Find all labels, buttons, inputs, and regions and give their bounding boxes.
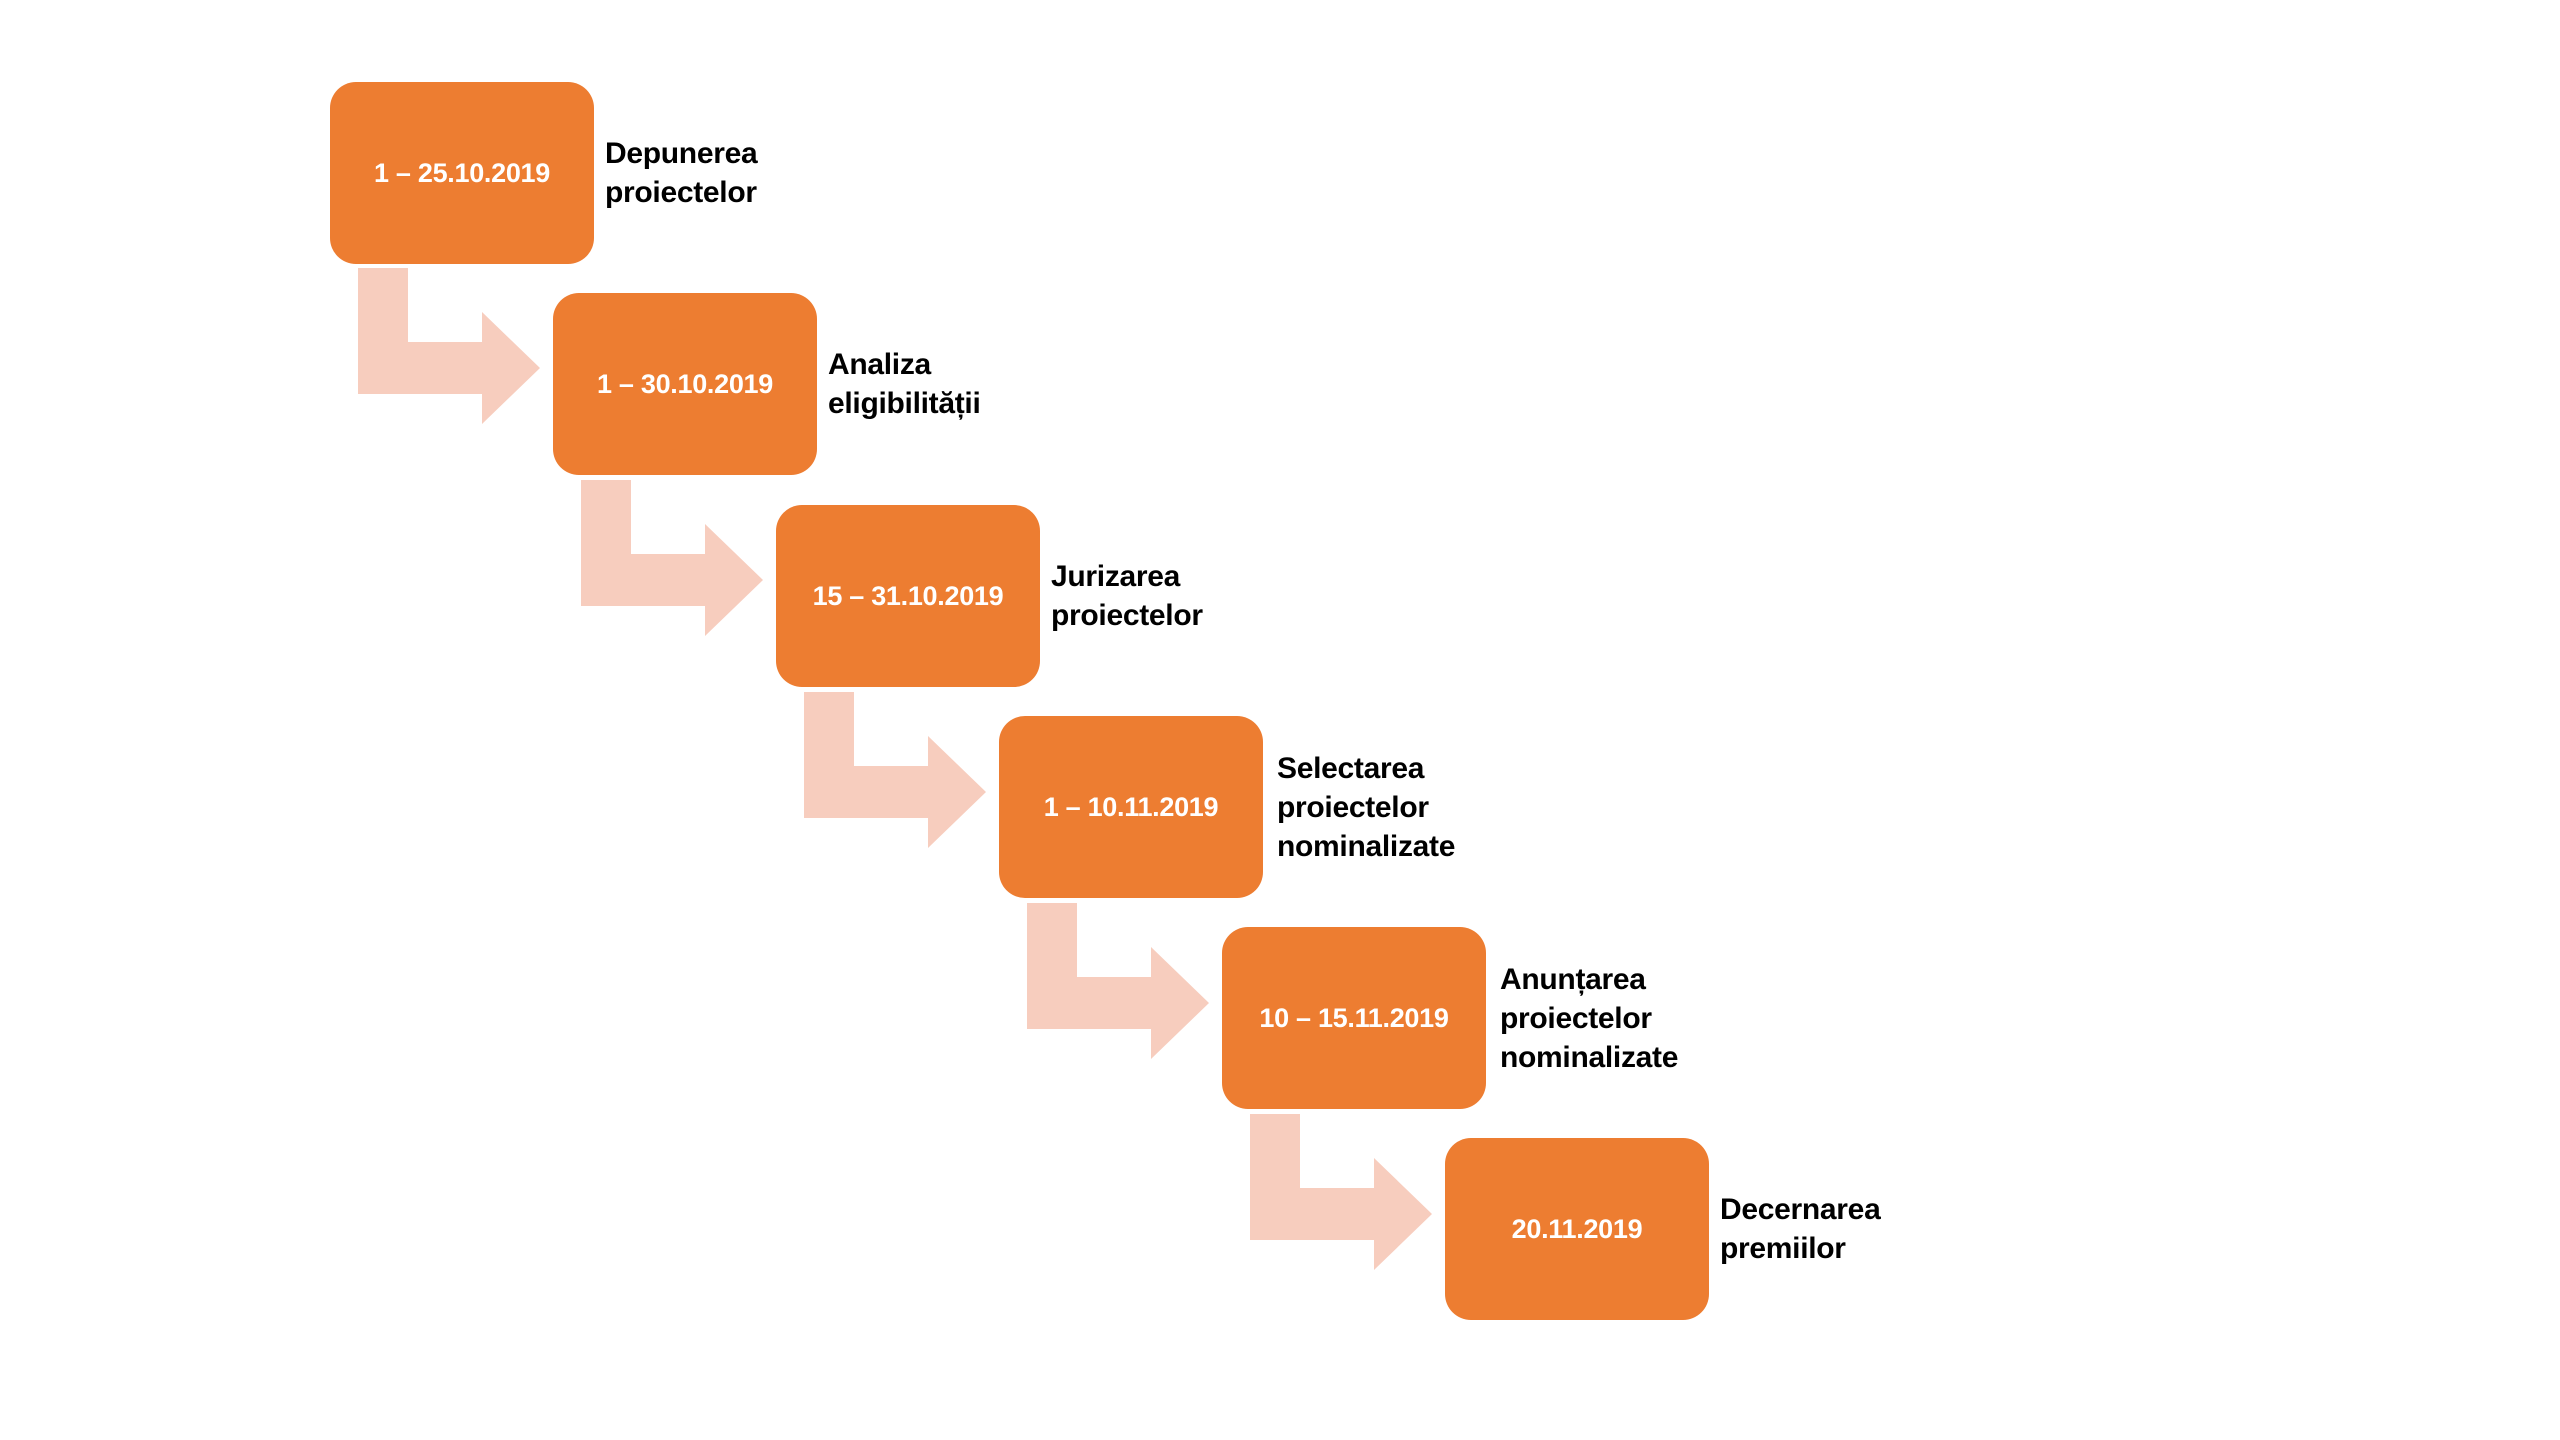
step-1-label: Depunerea proiectelor — [605, 137, 758, 209]
step-6-date: 20.11.2019 — [1511, 1213, 1643, 1244]
step-5-date: 10 – 15.11.2019 — [1259, 1002, 1449, 1033]
bent-arrow-icon — [581, 480, 763, 642]
step-2-date-box: 1 – 30.10.2019 — [553, 293, 817, 475]
step-3-date: 15 – 31.10.2019 — [812, 580, 1004, 611]
bent-arrow-icon — [1250, 1114, 1432, 1276]
step-5-date-box: 10 – 15.11.2019 — [1222, 927, 1486, 1109]
step-3-date-box: 15 – 31.10.2019 — [776, 505, 1040, 687]
step-4-label: Selectarea proiectelor nominalizate — [1277, 752, 1456, 863]
step-1-date-box: 1 – 25.10.2019 — [330, 82, 594, 264]
step-2-label: Analiza eligibilității — [828, 348, 981, 420]
step-3-label: Jurizarea proiectelor — [1051, 560, 1203, 632]
step-4-date-box: 1 – 10.11.2019 — [999, 716, 1263, 898]
step-5-label: Anunțarea proiectelor nominalizate — [1500, 963, 1679, 1074]
step-1-date: 1 – 25.10.2019 — [374, 157, 550, 188]
step-6-label: Decernarea premiilor — [1720, 1193, 1881, 1265]
bent-arrow-icon — [1027, 903, 1209, 1065]
bent-arrow-icon — [804, 692, 986, 854]
bent-arrow-icon — [358, 268, 540, 430]
step-4-date: 1 – 10.11.2019 — [1043, 791, 1219, 822]
step-2-date: 1 – 30.10.2019 — [597, 368, 773, 399]
step-6-date-box: 20.11.2019 — [1445, 1138, 1709, 1320]
